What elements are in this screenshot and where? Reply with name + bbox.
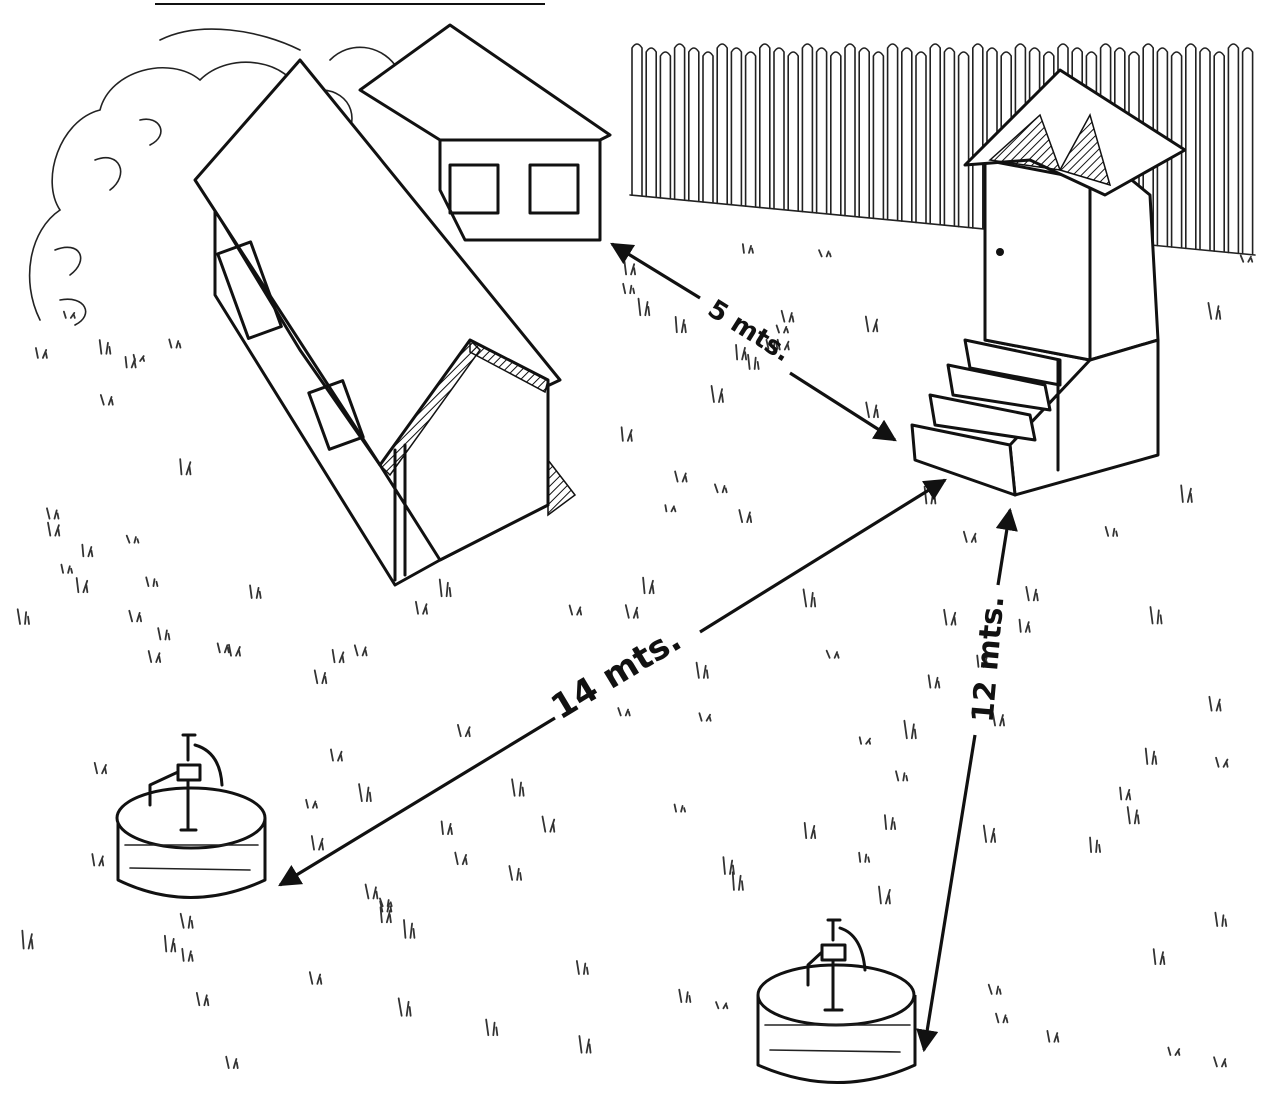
water-pump-icon (117, 735, 265, 898)
outhouse-icon (912, 70, 1185, 495)
water-pump-icon (758, 920, 915, 1083)
distance-arrow-pump-front (924, 510, 1010, 1050)
distance-label-house: 5 mts. (702, 294, 796, 368)
distance-label-pump-left: 14 mts. (544, 619, 688, 727)
distance-label-pump-front: 12 mts. (966, 594, 1012, 724)
